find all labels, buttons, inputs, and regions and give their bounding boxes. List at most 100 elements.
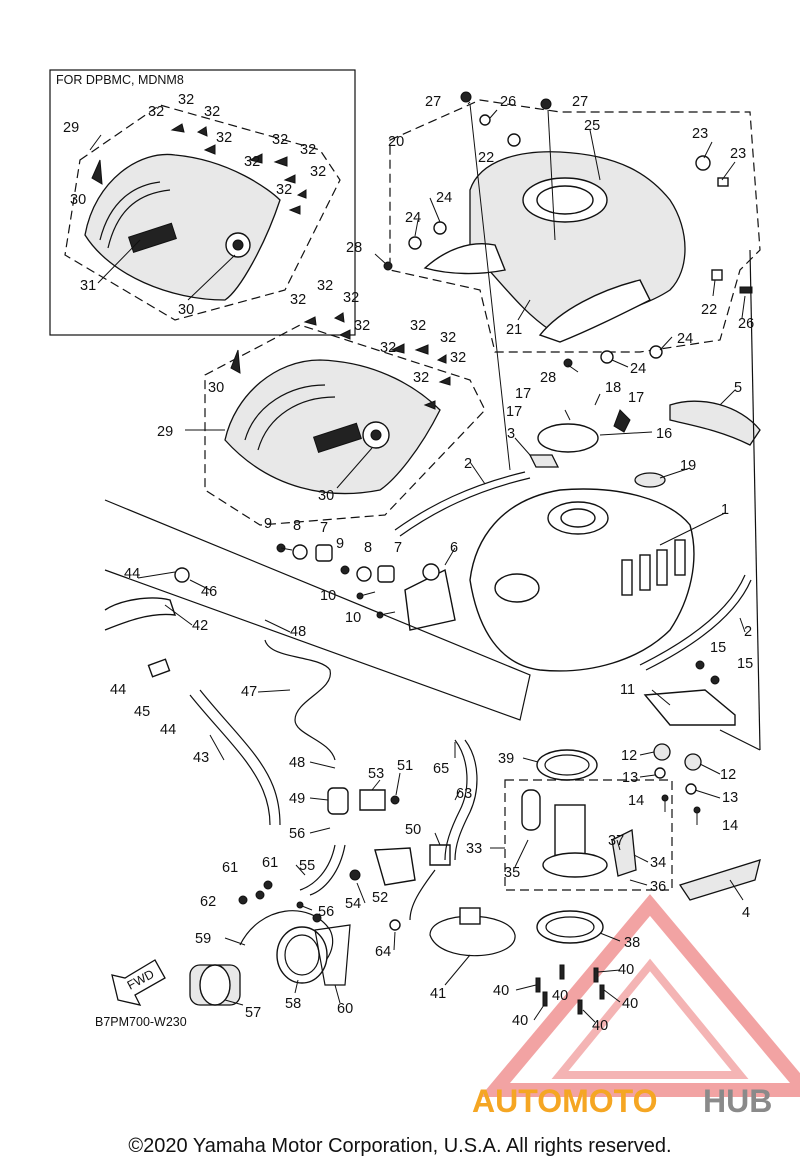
watermark-text-2: HUB: [703, 1083, 772, 1119]
callout-30: 30: [178, 302, 194, 318]
tank-cover-group: [204, 312, 486, 526]
callout-35: 35: [504, 865, 520, 881]
callout-46: 46: [201, 584, 217, 600]
bracket-11: [643, 689, 736, 726]
callout-24: 24: [677, 331, 693, 347]
callout-38: 38: [624, 935, 640, 951]
bracket-53: [359, 789, 386, 811]
sender-37: [611, 828, 637, 877]
callout-2: 2: [744, 624, 752, 640]
callout-44: 44: [160, 722, 176, 738]
callout-25: 25: [584, 118, 600, 134]
callout-51: 51: [397, 758, 413, 774]
callout-29: 29: [63, 120, 79, 136]
callout-15: 15: [710, 640, 726, 656]
callout-14: 14: [628, 793, 644, 809]
callout-21: 21: [506, 322, 522, 338]
leader-lines: [89, 101, 746, 1023]
hoses-left: [104, 499, 531, 826]
side-cover-left: [423, 243, 506, 275]
callout-52: 52: [372, 890, 388, 906]
watermark-text-1: AUTOMOTO: [472, 1083, 657, 1119]
callout-32: 32: [450, 350, 466, 366]
hose-47: [264, 639, 336, 761]
copyright-text: ©2020 Yamaha Motor Corporation, U.S.A. A…: [128, 1135, 671, 1157]
filter-35: [521, 789, 541, 831]
callout-6: 6: [450, 540, 458, 556]
callout-58: 58: [285, 996, 301, 1012]
callout-18: 18: [605, 380, 621, 396]
inset-box: FOR DPBMC, MDNM8: [49, 69, 356, 336]
callout-11: 11: [620, 682, 635, 698]
callout-34: 34: [650, 855, 666, 871]
fwd-arrow-icon: FWD: [111, 959, 166, 1006]
callout-24: 24: [405, 210, 421, 226]
callout-45: 45: [134, 704, 150, 720]
callout-61: 61: [262, 855, 278, 871]
callout-37: 37: [608, 833, 624, 849]
hose-63: [444, 739, 468, 861]
callout-63: 63: [456, 786, 472, 802]
callout-32: 32: [276, 182, 292, 198]
callout-5: 5: [734, 380, 742, 396]
band-60: [314, 924, 351, 986]
filter-49: [327, 787, 349, 815]
callout-15: 15: [737, 656, 753, 672]
callout-8: 8: [293, 518, 301, 534]
callout-32: 32: [440, 330, 456, 346]
cap-16: [537, 423, 599, 453]
callout-19: 19: [680, 458, 696, 474]
callout-27: 27: [572, 94, 588, 110]
mount-hardware: [276, 543, 456, 631]
drawing-code: B7PM700-W230: [95, 1015, 187, 1029]
callout-22: 22: [701, 302, 717, 318]
ring-38: [536, 910, 604, 944]
callout-32: 32: [290, 292, 306, 308]
callout-64: 64: [375, 944, 391, 960]
callout-53: 53: [368, 766, 384, 782]
callout-17: 17: [515, 386, 531, 402]
callout-12: 12: [621, 748, 637, 764]
callout-23: 23: [692, 126, 708, 142]
callout-40: 40: [552, 988, 568, 1004]
callout-32: 32: [413, 370, 429, 386]
callout-36: 36: [650, 879, 666, 895]
callout-43: 43: [193, 750, 209, 766]
callout-28: 28: [540, 370, 556, 386]
callout-44: 44: [124, 566, 140, 582]
tank-cover-inset: [84, 153, 281, 301]
tank-top-cover-group: [383, 91, 761, 368]
hose-55: [299, 844, 336, 891]
callout-32: 32: [380, 340, 396, 356]
callout-1: 1: [721, 502, 729, 518]
callout-4: 4: [742, 905, 750, 921]
callout-17: 17: [506, 404, 522, 420]
callout-40: 40: [493, 983, 509, 999]
callout-55: 55: [299, 858, 315, 874]
callout-32: 32: [343, 290, 359, 306]
callout-10: 10: [320, 588, 336, 604]
callout-2: 2: [464, 456, 472, 472]
callout-17: 17: [628, 390, 644, 406]
callout-48: 48: [290, 624, 306, 640]
callout-54: 54: [345, 896, 361, 912]
label-3: [528, 454, 560, 468]
callout-24: 24: [436, 190, 452, 206]
callout-32: 32: [310, 164, 326, 180]
side-cover-right: [538, 279, 651, 343]
callout-39: 39: [498, 751, 514, 767]
fuel-tank: [469, 488, 695, 672]
callout-22: 22: [478, 150, 494, 166]
callout-44: 44: [110, 682, 126, 698]
callout-32: 32: [244, 154, 260, 170]
callout-9: 9: [336, 536, 344, 552]
callout-47: 47: [241, 684, 257, 700]
callout-23: 23: [730, 146, 746, 162]
callout-57: 57: [245, 1005, 261, 1021]
bolt-27a: [460, 91, 472, 103]
callout-50: 50: [405, 822, 421, 838]
callout-16: 16: [656, 426, 672, 442]
cap-19: [634, 472, 666, 488]
callout-26: 26: [500, 94, 516, 110]
callout-30: 30: [318, 488, 334, 504]
